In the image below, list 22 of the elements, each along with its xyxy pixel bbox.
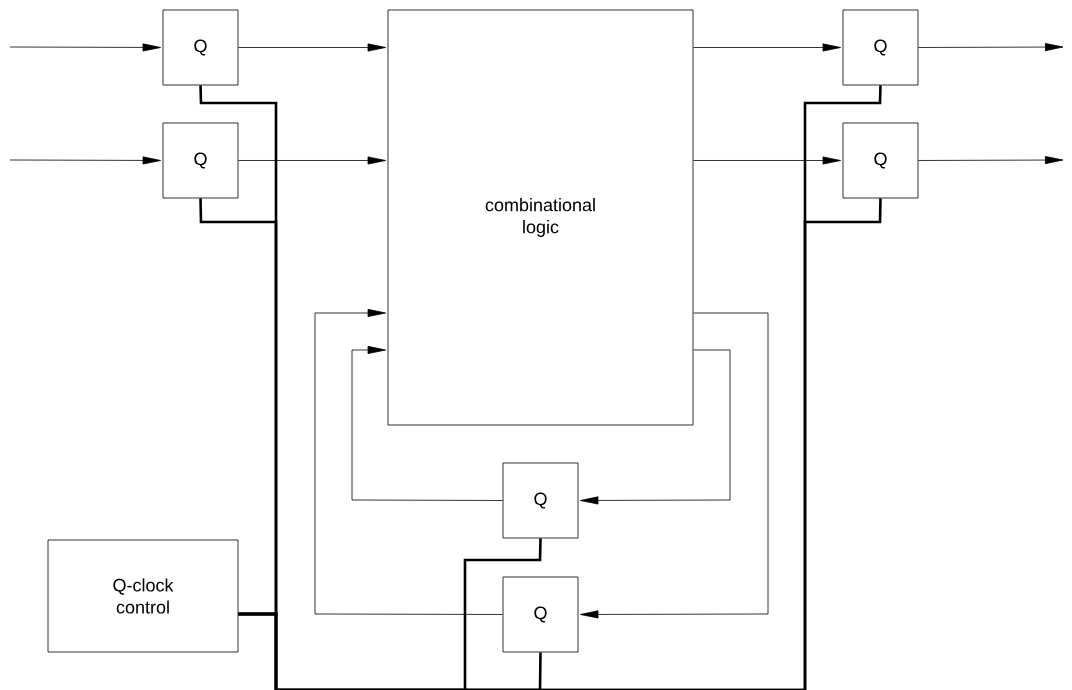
arrow [9,43,161,52]
flip-flop-box: Q [162,9,239,86]
control-box: Q-clock control [47,539,239,653]
arrow [918,43,1064,52]
arrow [238,43,386,52]
arrow [580,349,731,505]
flip-flop-box: Q [842,122,919,199]
arrow [693,156,841,165]
arrow [314,308,503,615]
arrow [693,43,841,52]
flip-flop-box: Q [502,462,579,539]
flip-flop-box: Q [162,122,239,199]
arrow [9,156,161,165]
clock-line [238,612,542,690]
arrow [580,312,769,619]
logic-block: combinational logic [387,9,694,426]
flip-flop-box: Q [842,9,919,86]
flip-flop-box: Q [502,576,579,653]
clock-line [199,198,278,616]
arrow [351,345,503,501]
arrow [238,156,386,165]
arrow [918,156,1064,165]
